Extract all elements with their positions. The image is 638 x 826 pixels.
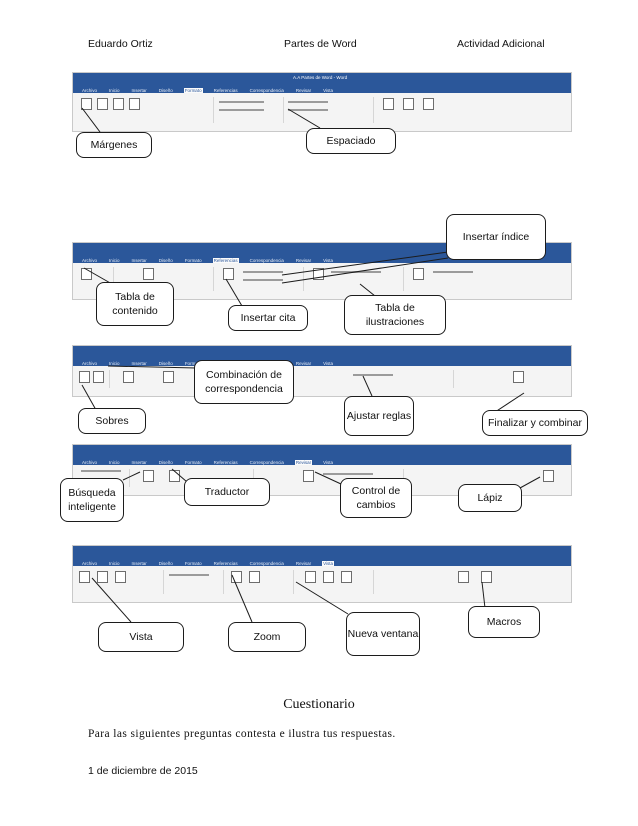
insert-caption-icon bbox=[313, 268, 324, 280]
callout-sobres: Sobres bbox=[78, 408, 146, 434]
header-activity: Actividad Adicional bbox=[457, 38, 545, 50]
size-icon bbox=[113, 98, 124, 110]
read-mode-icon bbox=[79, 571, 90, 583]
callout-tabla-ilustraciones: Tabla de ilustraciones bbox=[344, 295, 446, 335]
callout-insertar-cita: Insertar cita bbox=[228, 305, 308, 331]
finish-merge-icon bbox=[513, 371, 524, 383]
questionnaire-title: Cuestionario bbox=[283, 697, 355, 712]
callout-control-cambios: Control de cambios bbox=[340, 478, 412, 518]
start-mail-merge-icon bbox=[123, 371, 134, 383]
ink-pen-icon bbox=[543, 470, 554, 482]
labels-icon bbox=[93, 371, 104, 383]
zoom-icon bbox=[231, 571, 242, 583]
insert-citation-icon bbox=[223, 268, 234, 280]
web-layout-icon bbox=[115, 571, 126, 583]
callout-insertar-indice: Insertar índice bbox=[446, 214, 546, 260]
smart-lookup-icon bbox=[143, 470, 154, 482]
print-layout-icon bbox=[97, 571, 108, 583]
window-title: A.A Partes de Word - Word bbox=[293, 75, 348, 80]
callout-busqueda: Búsqueda inteligente bbox=[60, 478, 124, 522]
orientation-icon bbox=[97, 98, 108, 110]
macros-icon bbox=[481, 571, 492, 583]
header-title: Partes de Word bbox=[284, 38, 357, 50]
callout-ajustar-reglas: Ajustar reglas bbox=[344, 396, 414, 436]
callout-margenes: Márgenes bbox=[76, 132, 152, 158]
callout-traductor: Traductor bbox=[184, 478, 270, 506]
callout-tabla-contenido: Tabla de contenido bbox=[96, 282, 174, 326]
callout-lapiz: Lápiz bbox=[458, 484, 522, 512]
callout-combinacion: Combinación de correspondencia bbox=[194, 360, 294, 404]
envelopes-icon bbox=[79, 371, 90, 383]
callout-vista: Vista bbox=[98, 622, 184, 652]
track-changes-icon bbox=[303, 470, 314, 482]
callout-finalizar: Finalizar y combinar bbox=[482, 410, 588, 436]
callout-espaciado: Espaciado bbox=[306, 128, 396, 154]
callout-zoom: Zoom bbox=[228, 622, 306, 652]
callout-nueva-ventana: Nueva ventana bbox=[346, 612, 420, 656]
header-author: Eduardo Ortiz bbox=[88, 38, 153, 50]
questionnaire-intro: Para las siguientes preguntas contesta e… bbox=[88, 728, 396, 740]
footnote-icon bbox=[143, 268, 154, 280]
footer-date: 1 de diciembre de 2015 bbox=[88, 765, 198, 777]
table-of-contents-icon bbox=[81, 268, 92, 280]
margins-icon bbox=[81, 98, 92, 110]
callout-macros: Macros bbox=[468, 606, 540, 638]
mark-entry-icon bbox=[413, 268, 424, 280]
columns-icon bbox=[129, 98, 140, 110]
new-window-icon bbox=[305, 571, 316, 583]
